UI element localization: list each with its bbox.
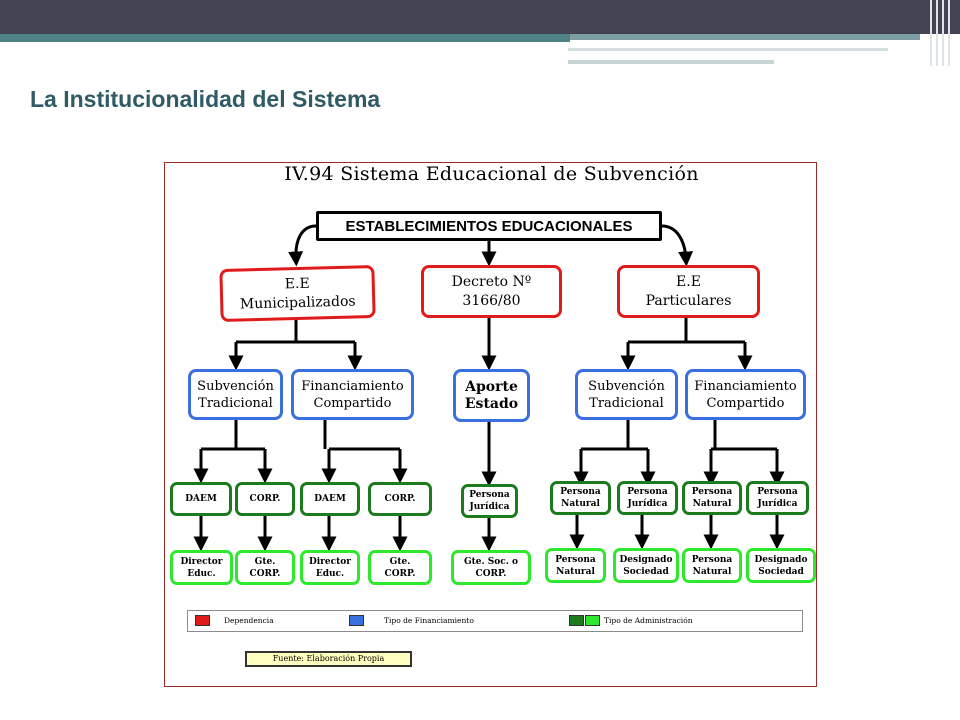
slide-title: La Institucionalidad del Sistema bbox=[30, 86, 381, 112]
node-par-financiamiento-compartido: Financiamiento Compartido bbox=[685, 369, 806, 420]
legend-label-administracion: Tipo de Administración bbox=[604, 616, 693, 625]
node-designado-sociedad-a: Designado Sociedad bbox=[613, 548, 679, 583]
edge-par-subv-bus bbox=[581, 420, 648, 451]
slide-deco-line-2 bbox=[568, 60, 774, 64]
node-mun-financiamiento-compartido: Financiamiento Compartido bbox=[291, 369, 414, 420]
legend: Dependencia Tipo de Financiamiento Tipo … bbox=[187, 610, 803, 632]
node-gte-corp-1: Gte. CORP. bbox=[235, 550, 295, 585]
node-director-educ-2: Director Educ. bbox=[300, 550, 360, 585]
node-persona-natural-a: Persona Natural bbox=[550, 481, 611, 515]
diagram-frame: IV.94 Sistema Educacional de Subvención bbox=[164, 162, 817, 687]
diagram-connectors bbox=[193, 224, 785, 552]
node-mun-subvencion-tradicional: Subvención Tradicional bbox=[188, 369, 283, 420]
edge-par-fin-bus bbox=[711, 420, 777, 451]
legend-swatch-financiamiento bbox=[349, 615, 364, 626]
node-corp-2: CORP. bbox=[368, 482, 432, 516]
node-aporte-estado: Aporte Estado bbox=[453, 369, 530, 422]
diagram-title: IV.94 Sistema Educacional de Subvención bbox=[284, 163, 699, 185]
legend-label-dependencia: Dependencia bbox=[224, 616, 274, 625]
node-persona-natural-a-4: Persona Natural bbox=[545, 548, 606, 583]
node-ee-municipalizados: E.E Municipalizados bbox=[219, 264, 376, 323]
node-gte-corp-2: Gte. CORP. bbox=[368, 550, 432, 585]
node-persona-natural-b-4: Persona Natural bbox=[682, 548, 742, 583]
edge-root-municipal bbox=[288, 224, 317, 267]
slide-accent-band bbox=[0, 34, 570, 42]
legend-swatch-dependencia bbox=[195, 615, 210, 626]
node-ee-particulares: E.E Particulares bbox=[617, 265, 760, 318]
source-note: Fuente: Elaboración Propia bbox=[245, 651, 412, 667]
edge-mun-fin-bus bbox=[323, 420, 400, 451]
node-corp-1: CORP. bbox=[235, 482, 295, 516]
node-par-subvencion-tradicional: Subvención Tradicional bbox=[575, 369, 678, 420]
legend-label-financiamiento: Tipo de Financiamiento bbox=[384, 616, 474, 625]
edge-particular-bus bbox=[628, 318, 745, 344]
legend-swatch-administracion-dark bbox=[569, 615, 584, 626]
slide-deco-line bbox=[568, 48, 888, 51]
node-gte-soc-o-corp: Gte. Soc. o CORP. bbox=[451, 550, 531, 585]
node-persona-juridica-aporte: Persona Jurídica bbox=[461, 484, 518, 518]
slide-accent-band-right bbox=[570, 34, 920, 40]
node-persona-juridica-b: Persona Jurídica bbox=[746, 481, 809, 515]
node-root: ESTABLECIMIENTOS EDUCACIONALES bbox=[316, 211, 662, 241]
edge-mun-subv-bus bbox=[201, 420, 265, 451]
node-persona-juridica-a: Persona Jurídica bbox=[617, 481, 678, 515]
node-designado-sociedad-b: Designado Sociedad bbox=[746, 548, 816, 583]
node-director-educ-1: Director Educ. bbox=[170, 550, 233, 585]
node-daem-2: DAEM bbox=[300, 482, 360, 516]
node-decreto: Decreto Nº 3166/80 bbox=[421, 265, 562, 318]
node-daem-1: DAEM bbox=[170, 482, 232, 516]
slide-top-bar bbox=[0, 0, 960, 34]
legend-swatch-administracion-light bbox=[585, 615, 600, 626]
slide-deco-vertical-lines bbox=[930, 0, 952, 66]
edge-root-particular bbox=[661, 224, 694, 267]
edge-municipal-bus bbox=[236, 320, 355, 344]
node-persona-natural-b: Persona Natural bbox=[682, 481, 742, 515]
